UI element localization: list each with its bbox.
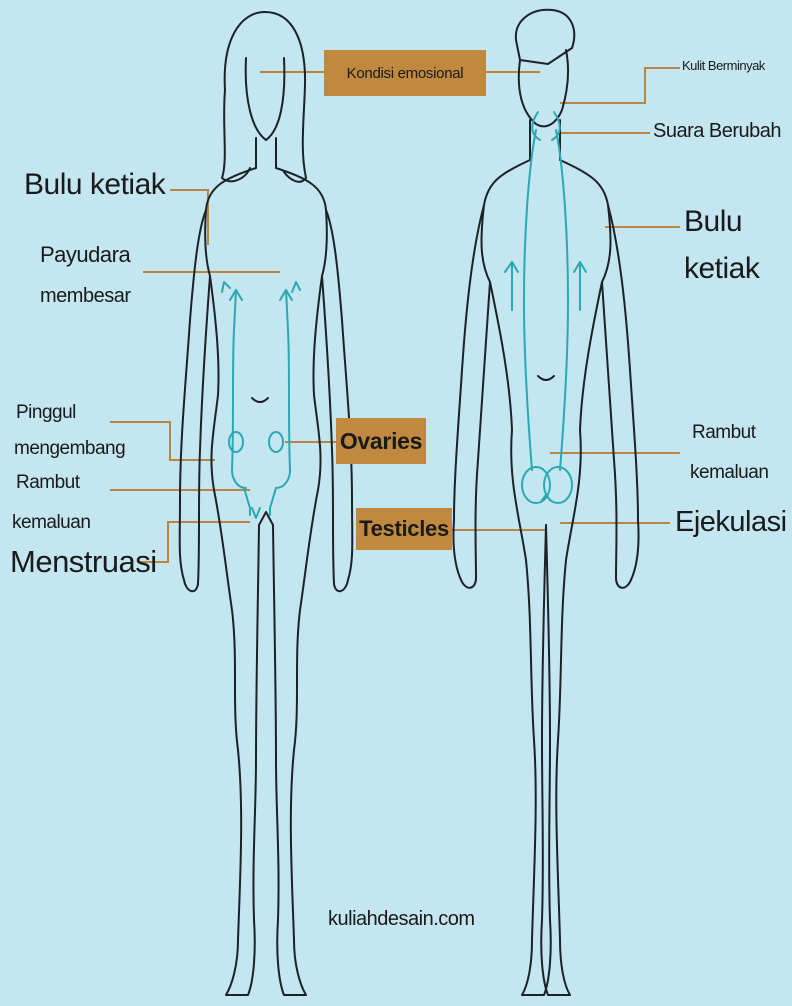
leader-bulu-ketiak-left (170, 190, 208, 245)
label-suara-berubah: Suara Berubah (653, 120, 781, 143)
female-ovary-left (229, 432, 243, 452)
watermark: kuliahdesain.com (328, 908, 475, 931)
label-ovaries: Ovaries (336, 418, 426, 464)
female-left-side (205, 168, 259, 995)
female-face (246, 58, 285, 140)
label-bulu-ketiak-left: Bulu ketiak (24, 168, 165, 202)
female-path-right (276, 290, 290, 488)
label-rambut-left-line1: Rambut (16, 472, 80, 494)
label-payudara-line1: Payudara (40, 242, 130, 268)
label-pinggul-line2: mengembang (14, 438, 125, 460)
label-bulu-ketiak-right-line2: ketiak (684, 252, 759, 286)
female-path-left (232, 290, 246, 488)
female-right-arm-inner (322, 276, 334, 584)
female-hair (225, 12, 306, 182)
female-arrow-right-inner (292, 282, 300, 292)
female-neck (256, 138, 276, 168)
label-kulit-berminyak: Kulit Berminyak (682, 58, 765, 73)
label-bulu-ketiak-right-line1: Bulu (684, 205, 742, 239)
female-navel (252, 398, 268, 402)
label-payudara-line2: membesar (40, 285, 130, 308)
label-rambut-right-line2: kemaluan (690, 462, 768, 484)
leader-kulit (560, 68, 680, 103)
female-ovary-right (269, 432, 283, 452)
label-menstruasi: Menstruasi (10, 544, 157, 580)
female-figure (180, 12, 353, 995)
male-left-arm-inner (476, 282, 491, 578)
female-down-arrow (252, 508, 260, 518)
female-arrow-left-inner (222, 282, 230, 292)
female-right-side (273, 168, 327, 995)
female-hair-left (222, 90, 250, 181)
male-path-left (524, 130, 536, 470)
male-path-right (556, 130, 568, 470)
male-left-side (482, 160, 551, 995)
label-rambut-right-line1: Rambut (692, 422, 756, 444)
label-testicles: Testicles (356, 508, 452, 550)
male-testis-left (522, 467, 550, 503)
male-figure (453, 10, 638, 995)
female-uterus (244, 488, 276, 515)
male-right-arm-inner (602, 282, 617, 578)
label-rambut-left-line2: kemaluan (12, 512, 90, 534)
label-pinggul-line1: Pinggul (16, 402, 76, 424)
male-right-arm (608, 205, 639, 588)
label-ejekulasi: Ejekulasi (675, 506, 787, 539)
male-right-side (541, 160, 610, 995)
male-hair (516, 10, 574, 64)
female-left-arm-inner (198, 276, 210, 584)
label-kondisi-emosional: Kondisi emosional (324, 50, 486, 96)
male-navel (538, 376, 554, 380)
